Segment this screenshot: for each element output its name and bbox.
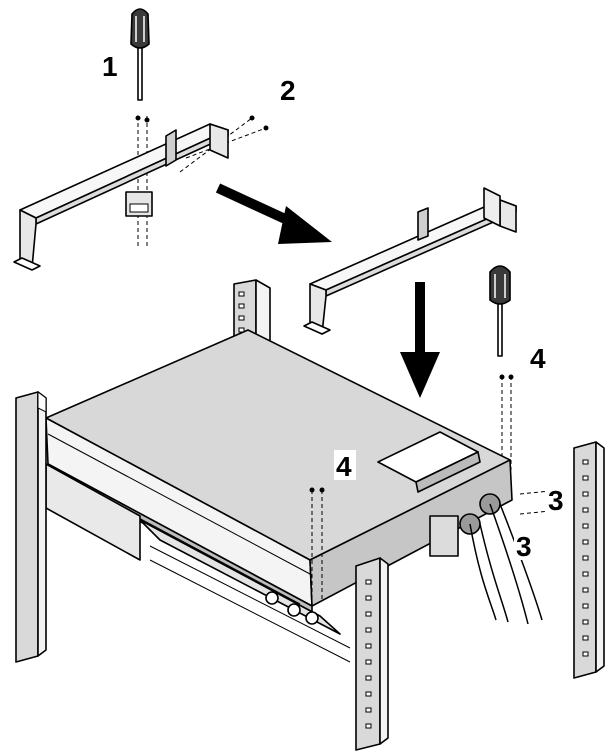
- screw-icon: [263, 125, 269, 131]
- screw-icon: [319, 487, 325, 493]
- step-label-3b-bg: [514, 530, 536, 560]
- rack-post-front-middle: [355, 557, 389, 751]
- screw-icon: [499, 374, 505, 380]
- step-label-2: 2: [280, 75, 296, 106]
- screw-icon: [508, 374, 514, 380]
- screwdriver-icon: [130, 8, 150, 101]
- step-label-1: 1: [102, 51, 118, 82]
- mounting-bracket-left: [13, 123, 229, 271]
- mounting-bracket-right: [303, 187, 517, 335]
- screw-guides-front: [309, 487, 561, 600]
- arrow-down-icon: [400, 282, 440, 398]
- step-label-4-right: 4: [530, 343, 546, 374]
- rack-post-front-right: [573, 441, 605, 679]
- ups-chassis: [45, 329, 513, 663]
- step-label-4-front: 4: [336, 451, 352, 482]
- arrow-right-icon: [215, 183, 332, 244]
- step-label-3-lower: 3: [516, 531, 532, 562]
- rack-post-front-left: [15, 391, 47, 663]
- step-label-3-upper: 3: [548, 485, 564, 516]
- screw-guides-right: [499, 374, 514, 470]
- screw-icon: [135, 115, 141, 121]
- screw-icon: [249, 115, 255, 121]
- screw-icon: [144, 117, 150, 123]
- step-label-4-bg: [334, 450, 356, 480]
- step-label-3-bg: [546, 484, 568, 514]
- screw-icon: [309, 487, 315, 493]
- screwdriver-icon: [489, 265, 511, 357]
- power-cables: [469, 503, 543, 625]
